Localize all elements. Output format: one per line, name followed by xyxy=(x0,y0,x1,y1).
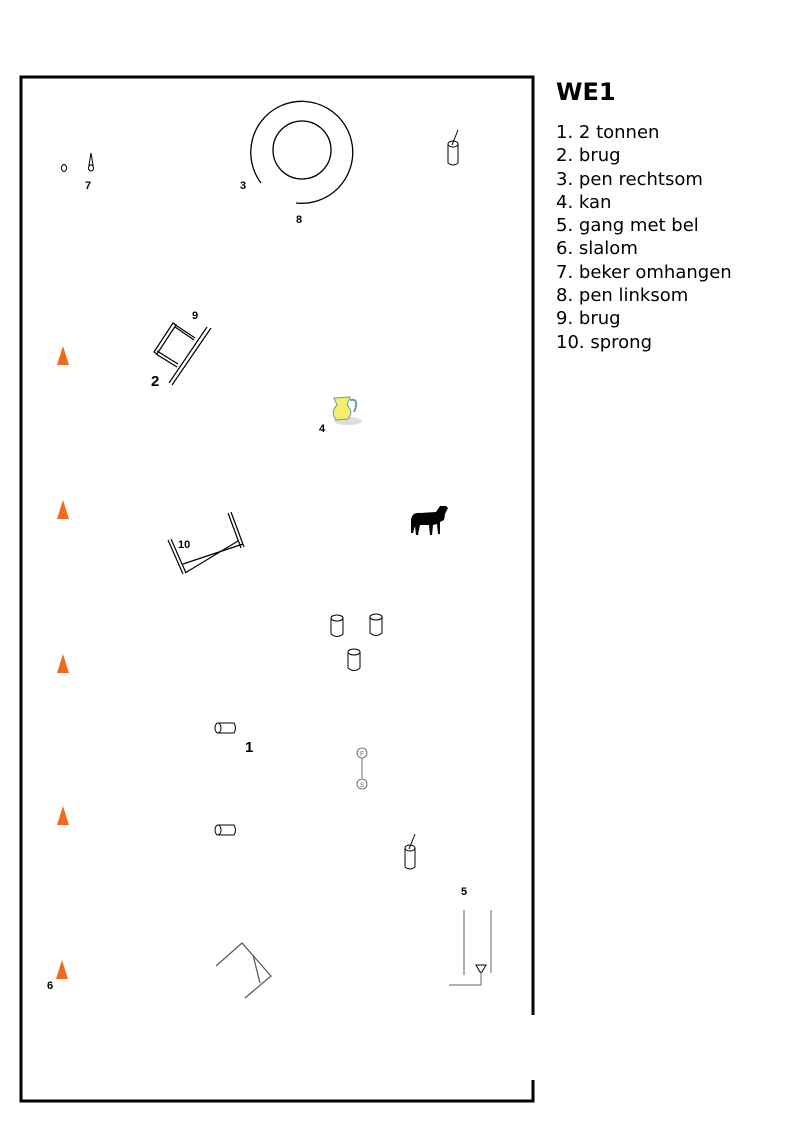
marker-4: 4 xyxy=(319,423,326,435)
legend-item: 7. beker omhangen xyxy=(556,261,732,283)
slalom-poles-icon xyxy=(215,942,272,999)
legend-item: 10. sprong xyxy=(556,331,653,353)
marker-9: 9 xyxy=(192,310,199,322)
cup-station-icon xyxy=(61,152,94,172)
bridge-icon xyxy=(153,322,212,386)
marker-6: 6 xyxy=(47,980,54,992)
barrel-icon xyxy=(330,613,383,671)
legend-list: 1. 2 tonnen 2. brug 3. pen rechtsom 4. k… xyxy=(556,121,732,354)
legend-item: 4. kan xyxy=(556,191,612,213)
marker-5: 5 xyxy=(461,886,468,898)
barrel-with-pole-icon xyxy=(404,833,416,870)
start-marker xyxy=(356,778,368,790)
legend-item: 8. pen linksom xyxy=(556,285,689,307)
legend-item: 2. brug xyxy=(556,145,621,167)
legend: WE1 1. 2 tonnen 2. brug 3. pen rechtsom … xyxy=(556,78,732,354)
barrel-with-pole-icon xyxy=(447,129,459,166)
marker-2: 2 xyxy=(151,373,160,390)
svg-text:F: F xyxy=(360,752,364,758)
legend-item: 6. slalom xyxy=(556,238,638,260)
start-finish-markers: F S xyxy=(356,747,368,790)
bull-icon xyxy=(411,506,448,535)
cone-icon xyxy=(56,346,69,979)
lying-barrel-icon xyxy=(214,722,236,836)
marker-3: 3 xyxy=(240,180,247,192)
svg-text:S: S xyxy=(360,783,364,789)
finish-marker xyxy=(356,747,368,759)
legend-item: 1. 2 tonnen xyxy=(556,122,660,143)
marker-1: 1 xyxy=(245,739,254,756)
arena-border xyxy=(19,75,535,1103)
legend-item: 3. pen rechtsom xyxy=(556,168,703,190)
jug-icon xyxy=(332,396,362,425)
corridor-with-bell-icon xyxy=(449,910,492,986)
legend-item: 5. gang met bel xyxy=(556,215,699,237)
legend-item: 9. brug xyxy=(556,308,621,330)
marker-10: 10 xyxy=(178,539,191,551)
circle-pen-icon xyxy=(250,100,354,204)
page-title: WE1 xyxy=(556,78,616,106)
marker-8: 8 xyxy=(296,214,303,226)
marker-7: 7 xyxy=(85,180,92,192)
jump-icon xyxy=(167,511,245,575)
